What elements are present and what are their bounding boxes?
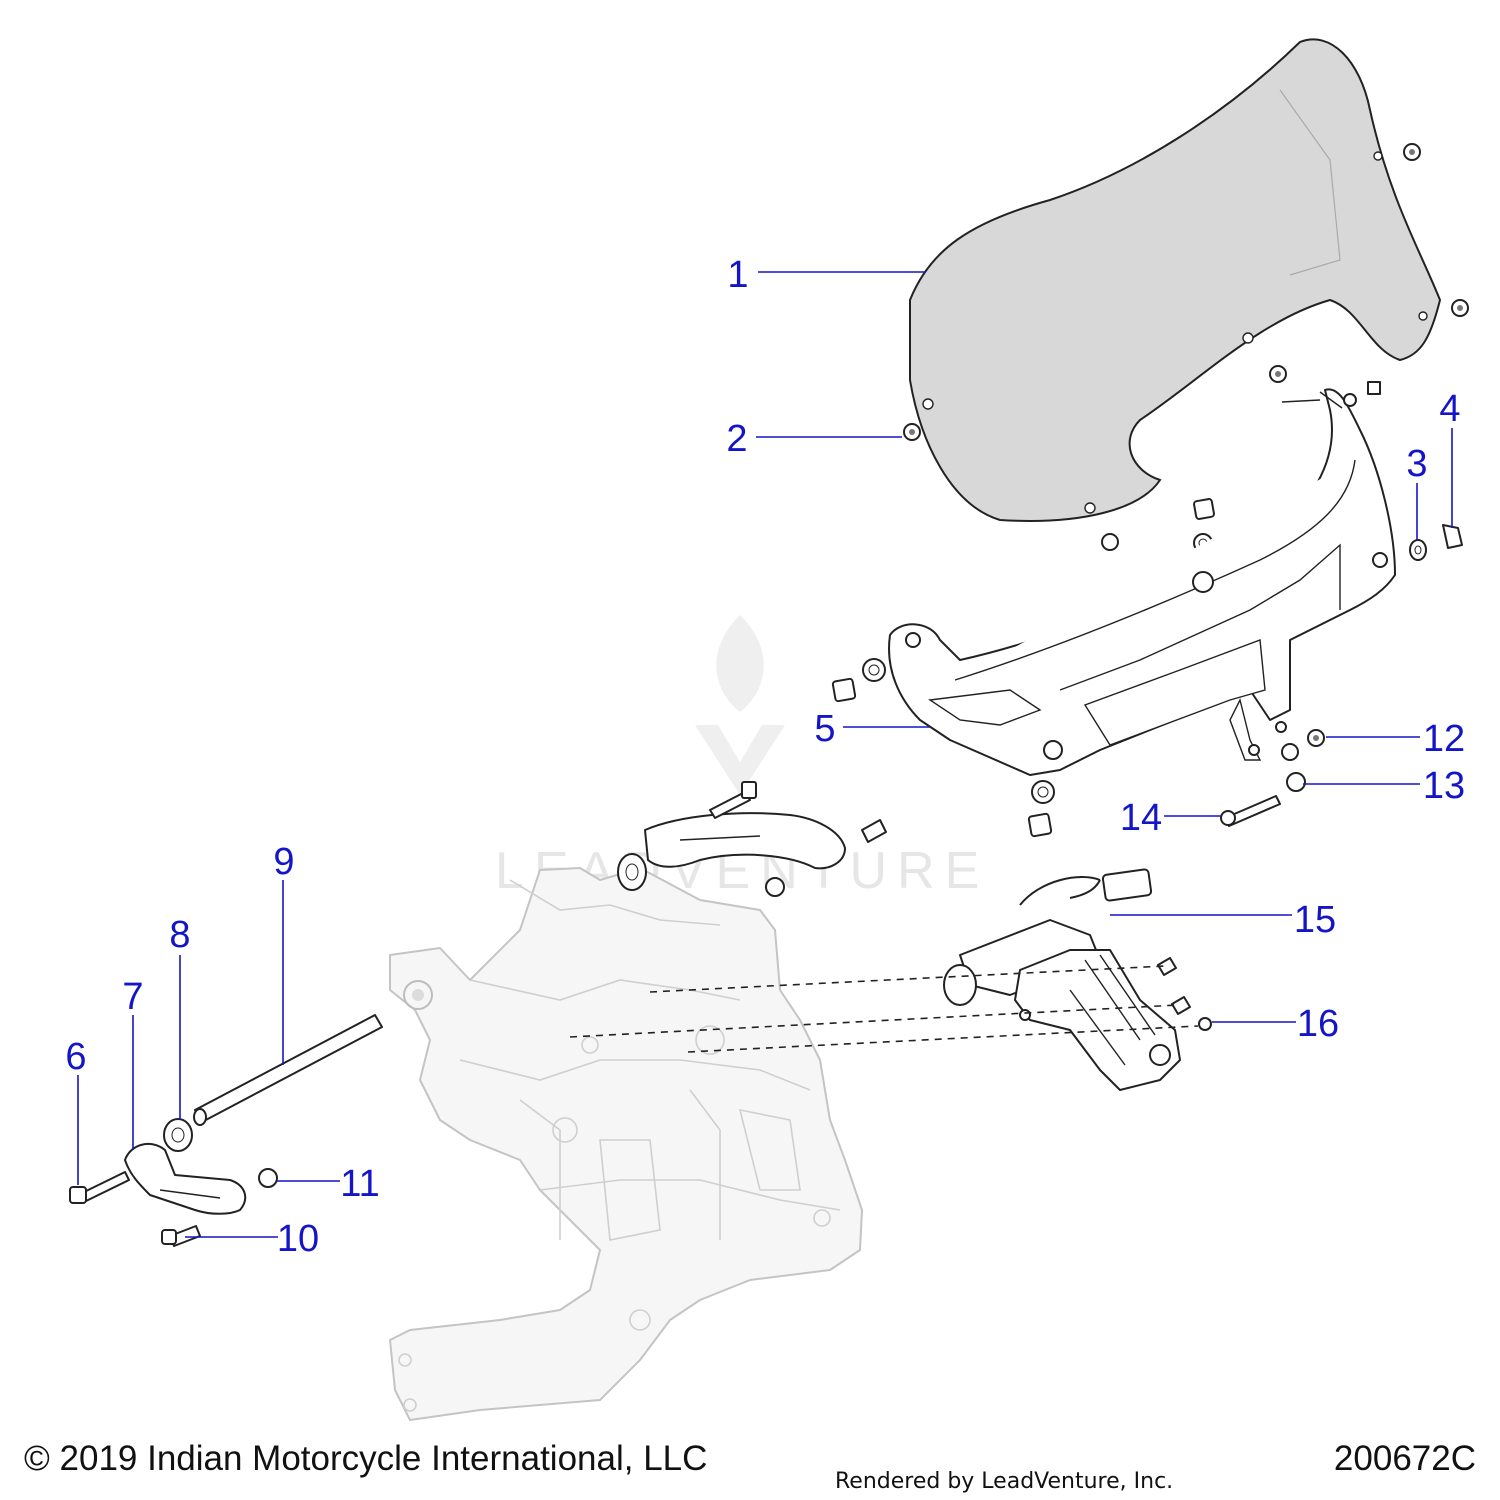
callout-9: 9 xyxy=(273,841,294,883)
callout-3: 3 xyxy=(1406,443,1427,485)
leader-lines xyxy=(77,271,1453,1238)
windshield-actuator xyxy=(943,868,1181,1091)
fairing-frame xyxy=(389,867,863,1421)
actuator-fasteners xyxy=(1157,957,1212,1031)
callout-8: 8 xyxy=(169,914,190,956)
callout-13: 13 xyxy=(1423,765,1465,807)
footer: © 2019 Indian Motorcycle International, … xyxy=(24,1439,1476,1494)
callout-10: 10 xyxy=(277,1218,319,1260)
callout-5: 5 xyxy=(814,708,835,750)
callout-2: 2 xyxy=(726,418,747,460)
callout-4: 4 xyxy=(1439,388,1460,430)
callout-11: 11 xyxy=(340,1163,379,1205)
lower-hinge-assembly xyxy=(69,1014,383,1247)
alignment-lines xyxy=(569,965,1199,1053)
callout-12: 12 xyxy=(1423,718,1465,760)
callout-7: 7 xyxy=(122,976,143,1018)
callout-14: 14 xyxy=(1120,797,1162,839)
support-arm xyxy=(617,781,887,897)
copyright-text: © 2019 Indian Motorcycle International, … xyxy=(24,1439,707,1478)
windshield-mount-bracket xyxy=(888,381,1396,776)
callout-16: 16 xyxy=(1297,1003,1339,1045)
washer-and-clip xyxy=(1409,524,1463,561)
callout-6: 6 xyxy=(65,1036,86,1078)
callout-15: 15 xyxy=(1294,899,1336,941)
bracket-hardware xyxy=(831,658,1325,838)
diagram-code: 200672C xyxy=(1334,1439,1476,1478)
callout-labels: 1 2 3 4 5 6 7 8 9 10 11 12 13 14 15 16 xyxy=(65,254,1465,1260)
rendered-by-text: Rendered by LeadVenture, Inc. xyxy=(835,1469,1173,1494)
callout-1: 1 xyxy=(727,254,748,296)
windshield xyxy=(909,38,1442,522)
